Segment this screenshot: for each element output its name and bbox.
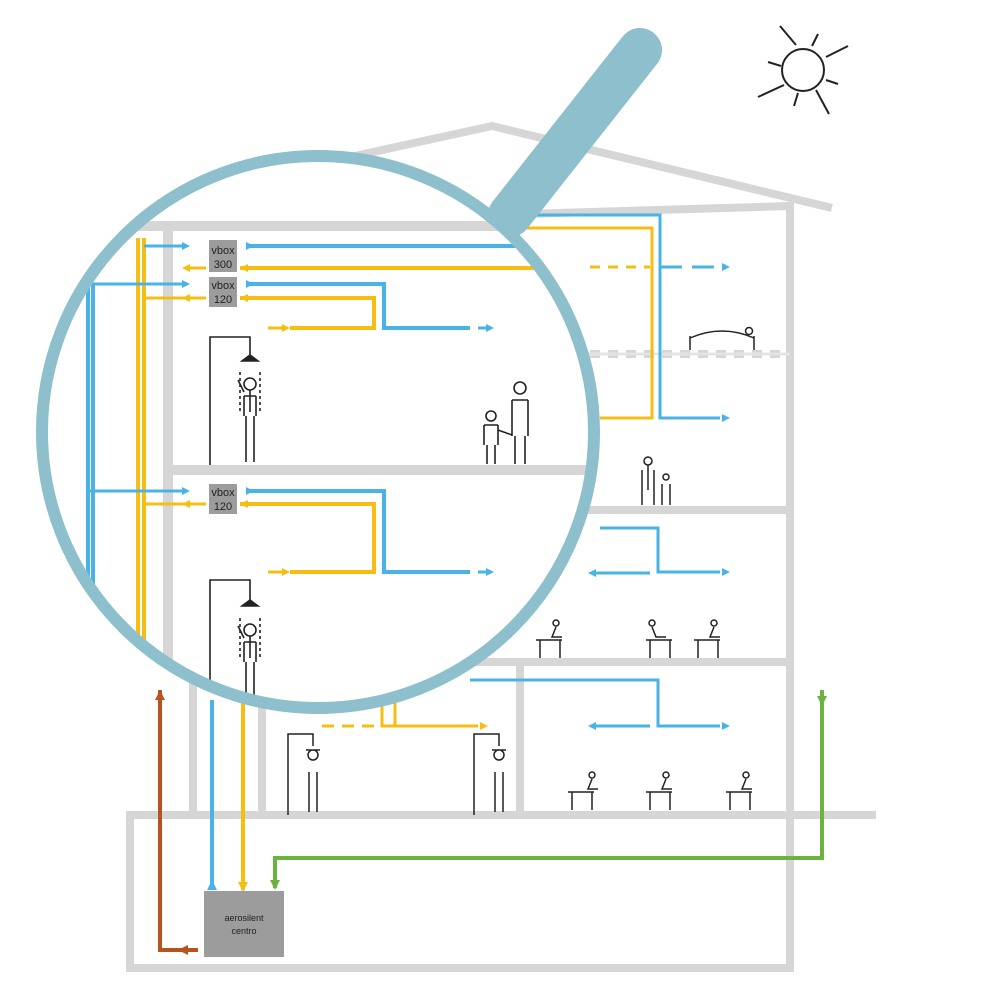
shower-icon	[287, 733, 506, 815]
shower-icon-magnified-upper	[209, 336, 261, 465]
vbox-120-upper: vbox 120	[209, 277, 237, 307]
vbox-120-lower-label-1: vbox	[211, 487, 235, 499]
magnifier-handle	[488, 28, 662, 237]
ducts-outside	[158, 213, 824, 952]
flow-arrows-outside	[155, 263, 827, 955]
magnifier-lens-ring	[36, 150, 600, 714]
person-icon	[641, 456, 671, 505]
aerosilent-unit: aerosilent centro	[204, 891, 284, 957]
vbox-300-label-2: 300	[214, 259, 232, 271]
unit-label-line2: centro	[231, 926, 256, 936]
sun-icon	[757, 25, 849, 115]
vbox-120-upper-label-2: 120	[214, 294, 232, 306]
vbox-300-label-1: vbox	[211, 245, 235, 257]
vbox-120-upper-label-1: vbox	[211, 280, 235, 292]
unit-label-line1: aerosilent	[224, 913, 264, 923]
person-icon-magnified	[483, 381, 529, 464]
shower-icon-magnified-lower	[209, 579, 261, 708]
vbox-120-lower-label-2: 120	[214, 501, 232, 513]
desk-icon	[536, 619, 752, 810]
bed-icon	[689, 326, 755, 350]
vbox-120-lower: vbox 120	[209, 484, 237, 514]
vbox-300: vbox 300	[209, 240, 237, 272]
